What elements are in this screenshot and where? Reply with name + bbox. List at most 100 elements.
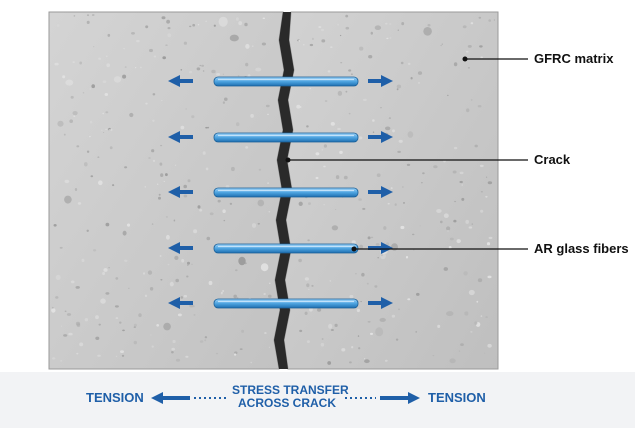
aggregate-speck <box>458 350 461 352</box>
aggregate-speck <box>97 354 101 357</box>
aggregate-speck <box>180 296 184 299</box>
aggregate-speck <box>133 340 137 345</box>
aggregate-speck <box>205 20 208 23</box>
aggregate-speck <box>109 146 113 150</box>
aggregate-speck <box>318 26 322 28</box>
aggregate-speck <box>407 298 411 301</box>
aggregate-speck <box>183 41 187 45</box>
aggregate-speck <box>329 280 332 282</box>
aggregate-speck <box>306 125 309 128</box>
aggregate-speck <box>98 323 101 326</box>
aggregate-speck <box>152 93 156 96</box>
aggregate-speck <box>95 336 100 340</box>
aggregate-speck <box>151 223 154 225</box>
aggregate-speck <box>197 24 200 26</box>
aggregate-speck <box>162 56 166 60</box>
aggregate-speck <box>222 209 226 213</box>
aggregate-speck <box>386 37 389 40</box>
aggregate-speck <box>105 222 110 227</box>
aggregate-speck <box>86 14 90 17</box>
aggregate-speck <box>488 19 492 22</box>
aggregate-speck <box>122 74 127 79</box>
aggregate-speck <box>217 199 221 203</box>
aggregate-speck <box>189 70 193 74</box>
tension-arrow-left-1 <box>168 75 193 87</box>
aggregate-speck <box>64 195 72 204</box>
aggregate-speck <box>478 16 482 19</box>
aggregate-speck <box>229 202 233 205</box>
aggregate-speck <box>306 283 310 288</box>
aggregate-speck <box>185 108 187 110</box>
aggregate-speck <box>180 69 183 71</box>
aggregate-speck <box>123 47 125 50</box>
aggregate-speck <box>320 342 325 347</box>
aggregate-speck <box>76 145 80 148</box>
aggregate-speck <box>307 239 310 242</box>
aggregate-speck <box>225 185 230 188</box>
aggregate-speck <box>479 164 484 168</box>
aggregate-speck <box>321 149 323 151</box>
aggregate-speck <box>175 278 179 283</box>
aggregate-speck <box>367 236 371 240</box>
aggregate-speck <box>143 272 145 275</box>
aggregate-speck <box>187 264 189 266</box>
aggregate-speck <box>93 249 97 252</box>
aggregate-speck <box>423 27 432 36</box>
aggregate-speck <box>244 262 247 265</box>
aggregate-speck <box>245 62 249 67</box>
aggregate-speck <box>339 150 343 154</box>
aggregate-speck <box>107 33 111 37</box>
aggregate-speck <box>485 195 488 198</box>
aggregate-speck <box>86 150 90 153</box>
aggregate-speck <box>229 34 239 42</box>
stress-transfer-line-2: ACROSS CRACK <box>237 396 336 410</box>
aggregate-speck <box>370 236 374 239</box>
aggregate-speck <box>138 313 142 318</box>
aggregate-speck <box>77 202 82 205</box>
aggregate-speck <box>351 240 356 244</box>
aggregate-speck <box>402 186 404 188</box>
aggregate-speck <box>181 258 185 263</box>
aggregate-speck <box>86 20 90 24</box>
aggregate-speck <box>237 75 240 77</box>
aggregate-speck <box>348 112 351 115</box>
aggregate-speck <box>466 108 470 113</box>
aggregate-speck <box>401 22 405 26</box>
aggregate-speck <box>267 113 269 115</box>
aggregate-speck <box>358 136 363 140</box>
aggregate-speck <box>165 173 168 177</box>
aggregate-speck <box>380 254 384 257</box>
aggregate-speck <box>461 184 464 186</box>
aggregate-speck <box>165 44 168 46</box>
bottom-bar <box>0 372 635 428</box>
aggregate-speck <box>462 25 467 29</box>
aggregate-speck <box>79 61 82 65</box>
aggregate-speck <box>257 199 265 207</box>
aggregate-speck <box>120 350 124 353</box>
aggregate-speck <box>349 361 352 364</box>
aggregate-speck <box>159 162 163 166</box>
aggregate-speck <box>298 201 303 206</box>
aggregate-speck <box>257 222 260 225</box>
aggregate-speck <box>238 256 246 266</box>
label-crack: Crack <box>534 152 571 167</box>
aggregate-speck <box>183 294 188 298</box>
aggregate-speck <box>376 173 381 177</box>
aggregate-speck <box>163 322 171 331</box>
aggregate-speck <box>411 233 415 236</box>
callout-crack <box>285 157 528 163</box>
aggregate-speck <box>348 69 352 72</box>
aggregate-speck <box>165 216 168 218</box>
aggregate-speck <box>211 69 216 74</box>
aggregate-speck <box>379 317 386 322</box>
aggregate-speck <box>389 37 392 39</box>
aggregate-speck <box>335 175 340 180</box>
aggregate-speck <box>189 304 194 308</box>
aggregate-speck <box>396 84 402 89</box>
aggregate-speck <box>204 339 207 342</box>
aggregate-speck <box>238 21 243 26</box>
aggregate-speck <box>90 175 94 178</box>
aggregate-speck <box>70 280 75 284</box>
aggregate-speck <box>158 193 161 196</box>
aggregate-speck <box>398 308 400 311</box>
